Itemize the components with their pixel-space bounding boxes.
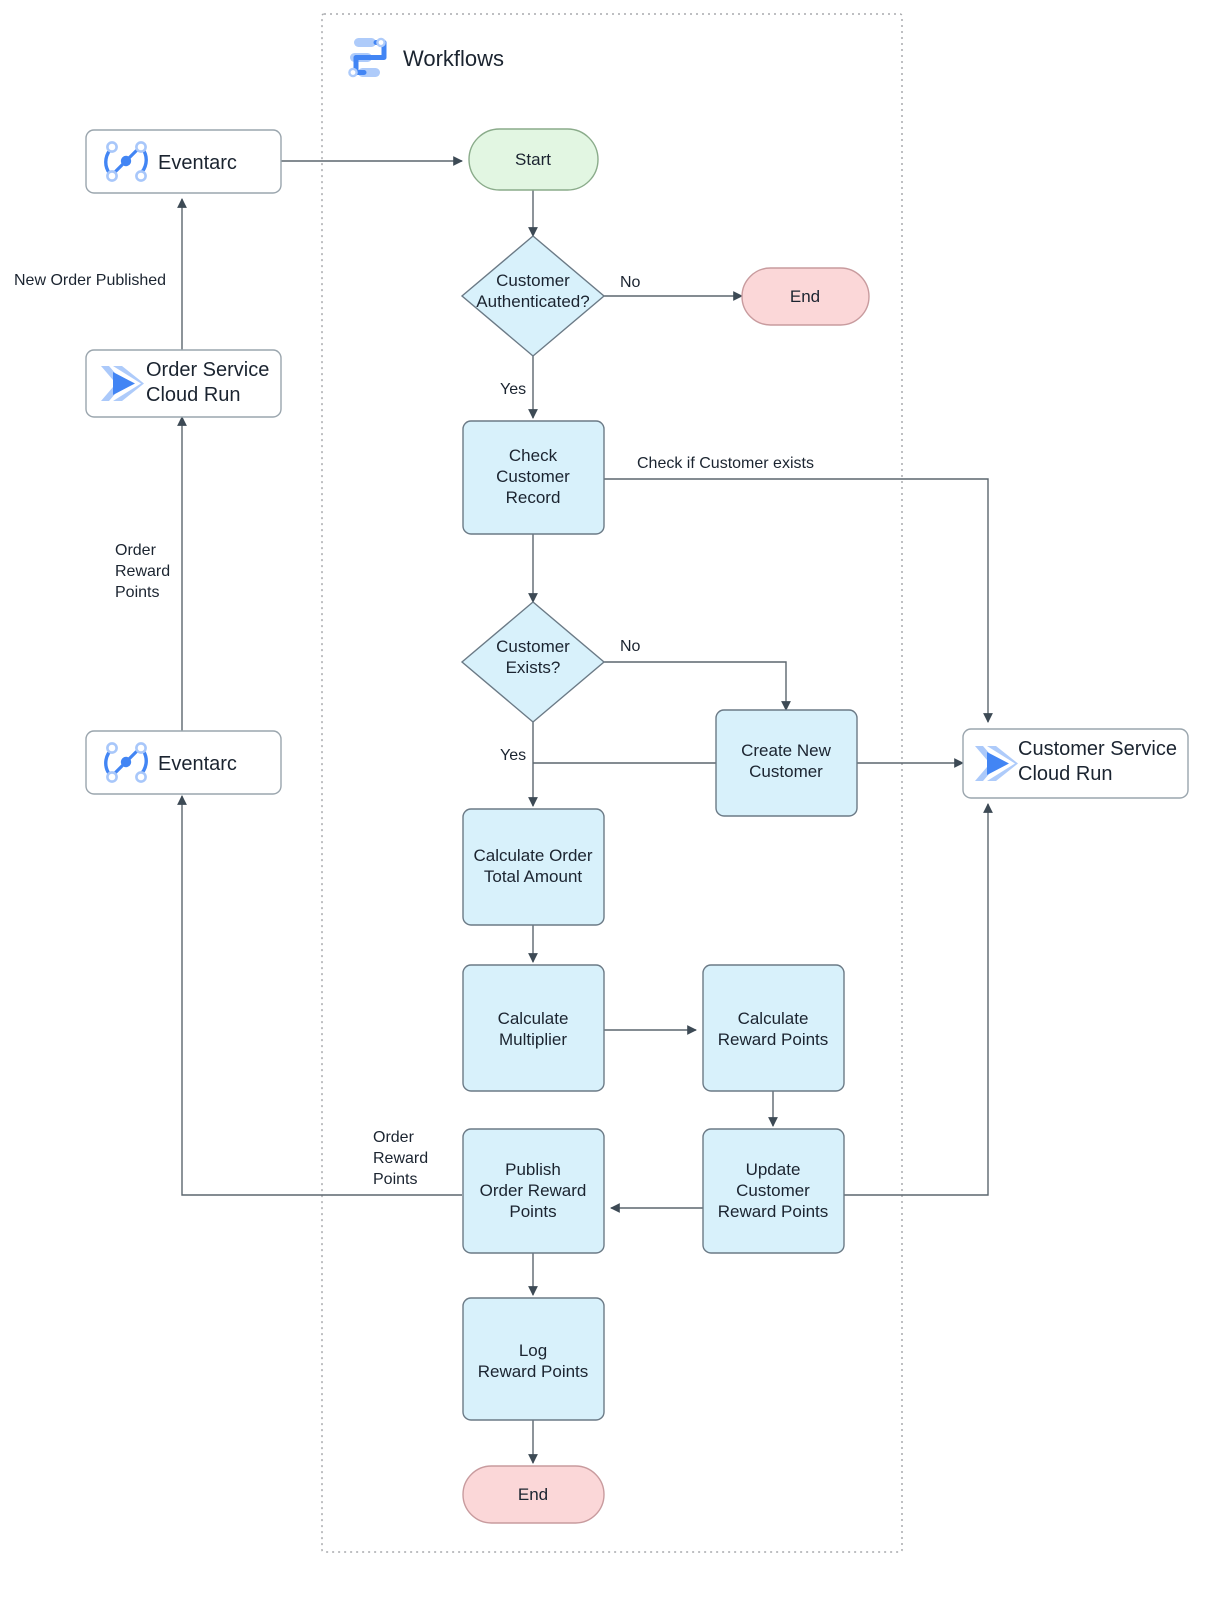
edge-label-auth-yes: Yes: [500, 381, 526, 398]
edge-label-exists-yes: Yes: [500, 747, 526, 764]
eventarc-bottom-label: Eventarc: [158, 753, 237, 775]
node-calculate-order-total[interactable]: Calculate Order Total Amount: [462, 808, 605, 926]
edge-label-new-order-published: New Order Published: [14, 272, 166, 289]
workflows-icon: [348, 37, 387, 78]
calc-mult-line2: Multiplier: [499, 1030, 567, 1049]
node-end-bottom[interactable]: End: [462, 1465, 605, 1524]
start-label: Start: [515, 150, 551, 169]
node-log-reward-points[interactable]: Log Reward Points: [462, 1297, 605, 1421]
eventarc-icon: [104, 141, 148, 182]
check-customer-line2: Customer: [496, 467, 570, 486]
end-bottom-label: End: [518, 1485, 548, 1504]
edge-label-auth-no: No: [620, 274, 641, 291]
log-rp-line2: Reward Points: [478, 1362, 589, 1381]
cloud-run-icon: [101, 366, 144, 401]
calc-rp-line2: Reward Points: [718, 1030, 829, 1049]
node-customer-authenticated[interactable]: Customer Authenticated?: [460, 235, 606, 357]
publish-rp-line1: Publish: [505, 1160, 561, 1179]
log-rp-line1: Log: [519, 1341, 547, 1360]
edge-label-check-if-customer-exists: Check if Customer exists: [637, 455, 814, 472]
customer-service-line2: Cloud Run: [1018, 763, 1113, 785]
node-calculate-multiplier[interactable]: Calculate Multiplier: [462, 964, 605, 1092]
workflows-title: Workflows: [403, 46, 504, 71]
node-eventarc-bottom[interactable]: Eventarc: [85, 730, 282, 795]
node-customer-service-cloud-run[interactable]: Customer Service Cloud Run: [962, 728, 1189, 799]
edge-updaterp-to-customer-service: [843, 803, 993, 1196]
edge-label-order-reward-points-lower-1: Order: [373, 1129, 415, 1146]
edge-label-order-reward-points-upper-2: Reward: [115, 563, 170, 580]
node-calculate-reward-points[interactable]: Calculate Reward Points: [702, 964, 845, 1092]
end-top-label: End: [790, 287, 820, 306]
customer-exists-line2: Exists?: [506, 658, 561, 677]
check-customer-line3: Record: [506, 488, 561, 507]
order-service-line2: Cloud Run: [146, 384, 241, 406]
node-order-service-cloud-run[interactable]: Order Service Cloud Run: [85, 349, 282, 418]
edge-publish-to-eventarc-bottom: [177, 795, 462, 1196]
customer-auth-line1: Customer: [496, 271, 570, 290]
customer-exists-line1: Customer: [496, 637, 570, 656]
update-rp-line2: Customer: [736, 1181, 810, 1200]
customer-service-line1: Customer Service: [1018, 738, 1177, 760]
node-check-customer-record[interactable]: Check Customer Record: [462, 420, 605, 535]
eventarc-icon: [104, 742, 148, 783]
edge-label-order-reward-points-lower-3: Points: [373, 1171, 417, 1188]
node-update-customer-reward-points[interactable]: Update Customer Reward Points: [702, 1128, 845, 1254]
calc-mult-line1: Calculate: [498, 1009, 569, 1028]
node-start[interactable]: Start: [468, 128, 599, 191]
node-eventarc-top[interactable]: Eventarc: [85, 129, 282, 194]
calc-order-line2: Total Amount: [484, 867, 583, 886]
update-rp-line1: Update: [746, 1160, 801, 1179]
customer-auth-line2: Authenticated?: [476, 292, 589, 311]
edge-check-to-customer-service: [604, 478, 993, 723]
edge-label-exists-no: No: [620, 638, 641, 655]
node-end-top[interactable]: End: [741, 267, 870, 326]
node-create-new-customer[interactable]: Create New Customer: [715, 709, 858, 817]
order-service-line1: Order Service: [146, 359, 269, 381]
cloud-run-icon: [975, 746, 1018, 781]
edge-label-order-reward-points-upper-3: Points: [115, 584, 159, 601]
node-publish-order-reward-points[interactable]: Publish Order Reward Points: [462, 1128, 605, 1254]
edge-exists-no-to-create: [604, 661, 791, 711]
check-customer-line1: Check: [509, 446, 558, 465]
publish-rp-line3: Points: [509, 1202, 556, 1221]
calc-order-line1: Calculate Order: [473, 846, 592, 865]
node-customer-exists[interactable]: Customer Exists?: [460, 601, 606, 723]
create-new-line2: Customer: [749, 762, 823, 781]
edge-label-order-reward-points-lower-2: Reward: [373, 1150, 428, 1167]
calc-rp-line1: Calculate: [738, 1009, 809, 1028]
eventarc-top-label: Eventarc: [158, 152, 237, 174]
update-rp-line3: Reward Points: [718, 1202, 829, 1221]
publish-rp-line2: Order Reward: [480, 1181, 587, 1200]
workflows-container: [321, 13, 903, 1553]
edge-label-order-reward-points-upper-1: Order: [115, 542, 157, 559]
create-new-line1: Create New: [741, 741, 831, 760]
